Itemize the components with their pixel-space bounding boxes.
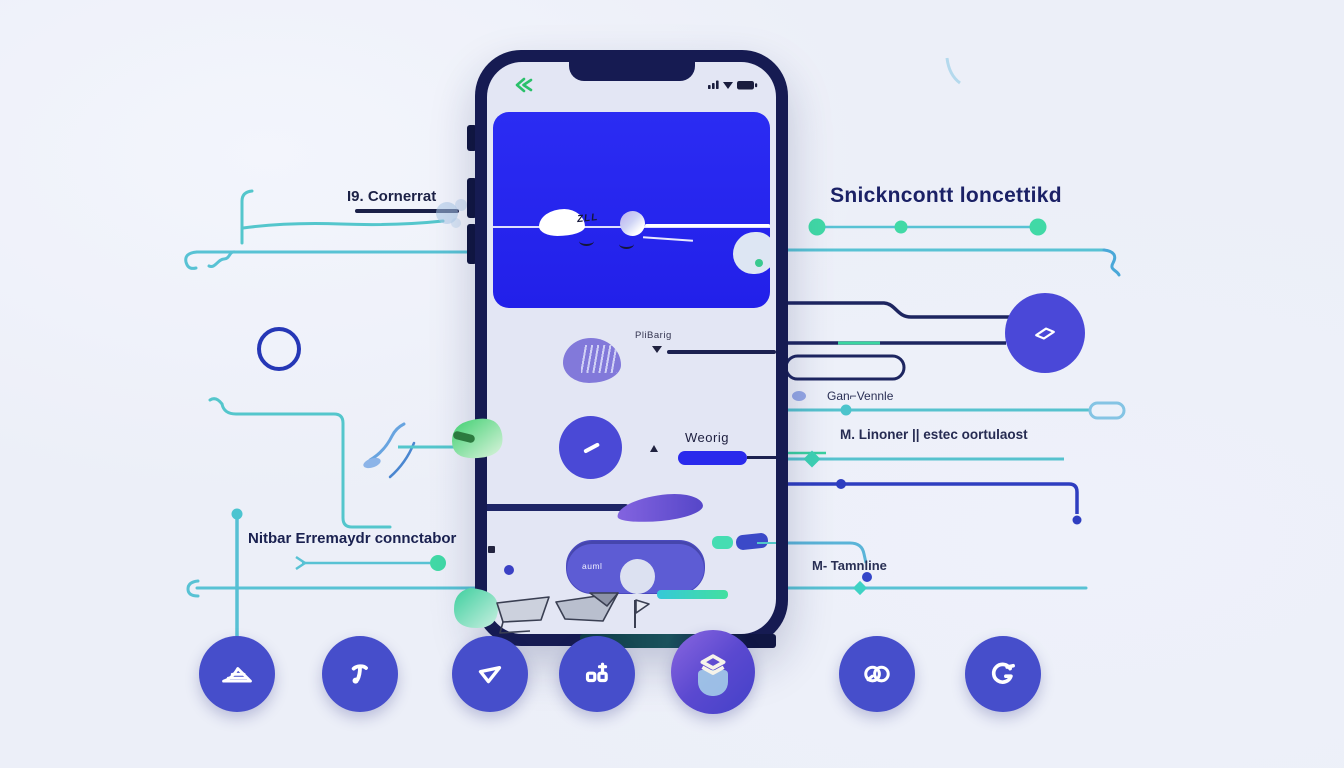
header-card: ZLL [493,112,770,308]
purple-swoosh [616,491,704,525]
app-button-6[interactable] [839,636,915,712]
battery-icon [737,81,754,90]
callout-top-right-heading: Snickncontt loncettikd [830,184,1062,207]
teal-underline [657,590,728,599]
caret-down-icon [652,346,662,353]
phone-screen: ZLL PliBarig Weorig [487,62,776,634]
send-plane-icon [478,666,502,684]
note-t-icon [351,664,368,684]
action-pill-label: auml [582,561,603,571]
layers-icon [700,654,726,675]
callout-tamnline: M- Tamnline [812,558,887,573]
card-tick [619,239,634,249]
callout-linoner: M. Linoner || estec oortulaost [840,427,1028,442]
back-chevron-icon [515,77,526,93]
app-button-7[interactable] [965,636,1041,712]
blob-stripes [581,345,617,373]
bubble-dot [755,259,763,267]
anchor-db-icon [585,662,608,683]
big-feature-button[interactable] [1005,293,1085,373]
blob-connector-line [667,350,776,354]
app-button-2[interactable] [322,636,398,712]
phone-mockup: ZLL PliBarig Weorig [475,50,788,646]
action-pill-button[interactable]: auml [566,540,705,594]
row-label: Weorig [685,430,729,445]
wifi-icon [723,82,733,89]
cloud-shape [539,209,585,236]
circle-outline-marker [257,327,301,371]
card-line-2 [645,224,770,227]
card-tick [579,236,594,246]
diamond-outline-icon [1035,327,1055,340]
volume-button[interactable] [467,224,477,264]
back-button[interactable] [513,76,537,94]
pill-notch-circle [620,559,655,594]
card-marks: ZLL [576,211,599,226]
avatar-dash [583,442,600,454]
orb-shape [620,211,645,236]
callout-gan-vennle: Gan⌐Vennle [827,389,894,403]
volume-button[interactable] [467,178,477,218]
avatar-blob [563,338,621,383]
linked-rings-icon [864,665,890,683]
status-icons [708,80,758,90]
pill-connector-line [747,456,776,459]
callout-top-left: I9. Cornerrat [347,188,437,205]
blob-label: PliBarig [635,330,672,341]
volume-button[interactable] [467,125,477,151]
divider-bar [487,504,629,511]
croissant-icon [222,667,252,683]
app-button-5[interactable] [671,630,755,714]
app-button-3[interactable] [452,636,528,712]
signal-icon [708,85,711,89]
app-button-1[interactable] [199,636,275,712]
tiny-square [488,546,495,553]
avatar-circle[interactable] [559,416,622,479]
caret-up-icon [650,445,658,452]
progress-pill[interactable] [678,451,747,465]
bubble-shape [733,232,770,274]
blue-dot [504,565,514,575]
g-refresh-icon [991,662,1015,684]
app-button-4[interactable] [559,636,635,712]
phone-notch [568,60,695,81]
callout-mid-left: Nitbar Erremaydr connctabor [248,530,457,547]
teal-exit-line [757,542,776,544]
card-line-3 [642,236,694,242]
green-node [712,536,733,549]
